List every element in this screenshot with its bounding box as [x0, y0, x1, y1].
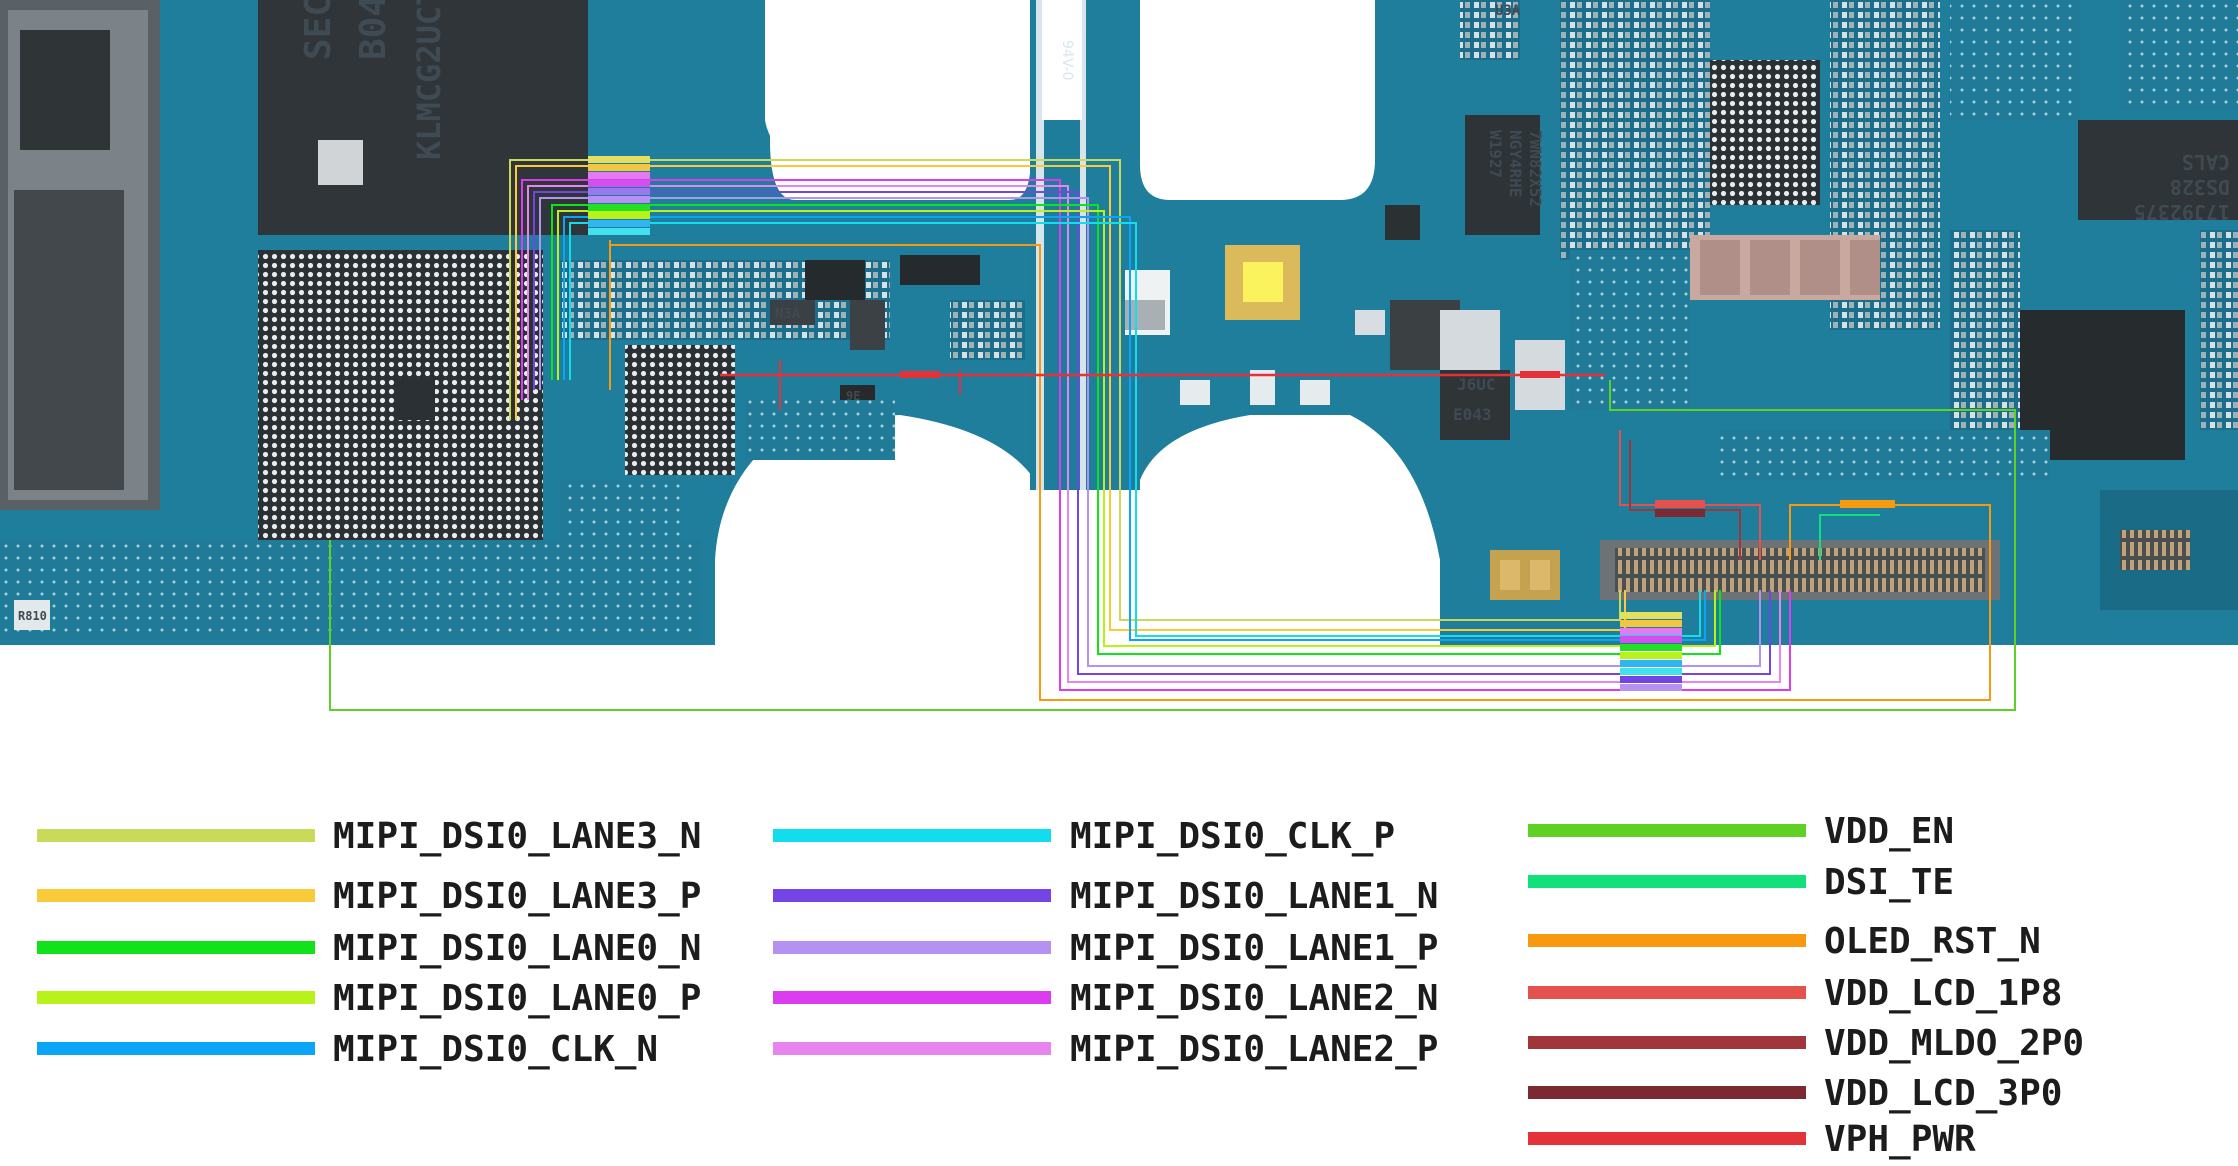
chip-pmic-mid — [1465, 115, 1540, 235]
legend-item-mipi-dsi0-lane1-p: MIPI_DSI0_LANE1_P — [773, 928, 1438, 969]
tag-vph-right — [1520, 371, 1560, 378]
legend-label: MIPI_DSI0_LANE3_P — [333, 876, 701, 917]
chip-right-top — [2078, 120, 2238, 220]
trace-lane2-p — [527, 185, 1781, 683]
legend-label: MIPI_DSI0_LANE2_N — [1070, 978, 1438, 1019]
legend-item-mipi-dsi0-lane3-n: MIPI_DSI0_LANE3_N — [37, 816, 701, 857]
label-u3a: U3A — [1495, 3, 1521, 19]
legend-item-mipi-dsi0-lane0-p: MIPI_DSI0_LANE0_P — [37, 978, 701, 1019]
legend-swatch — [37, 941, 315, 954]
legend-item-dsi-te: DSI_TE — [1528, 862, 1954, 903]
trace-lane1-n — [533, 191, 1771, 675]
tag-vdd-lcd-3p0 — [1655, 509, 1705, 517]
legend-label: MIPI_DSI0_LANE0_N — [333, 928, 701, 969]
mid-chip-line-3: 7WN82X52 — [1526, 130, 1545, 207]
pcb-rating-text: 94V-0 — [1059, 40, 1075, 81]
board-bay-right — [1140, 415, 1440, 650]
legend-label: MIPI_DSI0_LANE1_P — [1070, 928, 1438, 969]
trace-lane0-n — [551, 204, 1721, 655]
legend-item-mipi-dsi0-lane1-n: MIPI_DSI0_LANE1_N — [773, 876, 1438, 917]
trace-dsi-te — [1819, 514, 1880, 560]
mid-chip-line-2: NGY4RHE — [1506, 130, 1525, 197]
net-tags-right — [1620, 612, 1682, 691]
storage-chip-line-3: KLMCG2UCT — [410, 0, 448, 160]
legend-swatch — [37, 889, 315, 902]
trace-clk-p — [569, 222, 1701, 637]
right-chip-line-2: DS328 — [2170, 175, 2230, 199]
legend-swatch — [37, 1042, 315, 1055]
tag-oled-rst — [1840, 500, 1895, 508]
trace-lane0-p — [557, 210, 1716, 647]
legend-label: MIPI_DSI0_LANE1_N — [1070, 876, 1438, 917]
legend-swatch — [773, 829, 1051, 842]
storage-chip-line-2: B04 — [353, 0, 394, 60]
legend-label: OLED_RST_N — [1824, 921, 2041, 962]
legend-label: VDD_MLDO_2P0 — [1824, 1023, 2084, 1064]
trace-oled-rst — [609, 240, 1991, 701]
legend-label: DSI_TE — [1824, 862, 1954, 903]
legend-item-vdd-lcd-1p8: VDD_LCD_1P8 — [1528, 973, 2062, 1014]
legend-item-mipi-dsi0-lane0-n: MIPI_DSI0_LANE0_N — [37, 928, 701, 969]
legend-swatch — [37, 829, 315, 842]
tag-vdd-lcd-1p8 — [1655, 500, 1705, 508]
trace-lane1-p — [539, 197, 1761, 667]
legend-swatch — [37, 991, 315, 1004]
legend-swatch — [1528, 1132, 1806, 1145]
label-r810: R810 — [18, 609, 47, 623]
trace-clk-n — [563, 216, 1706, 641]
board-bay-left — [715, 415, 1035, 650]
mid-chip-line-1: W1927 — [1486, 130, 1505, 178]
legend-swatch — [1528, 986, 1806, 999]
legend-label: VPH_PWR — [1824, 1119, 1976, 1160]
pmic-bga-pads — [625, 345, 735, 475]
tag-vph-left — [900, 371, 940, 378]
right-chip-line-1: CALS — [2182, 150, 2230, 174]
legend-label: MIPI_DSI0_CLK_N — [333, 1029, 658, 1070]
legend-swatch — [1528, 1086, 1806, 1099]
legend-item-vdd-en: VDD_EN — [1528, 811, 1954, 852]
small-chip-text-2: E043 — [1453, 405, 1492, 424]
legend-label: VDD_LCD_1P8 — [1824, 973, 2062, 1014]
trace-vdd-en — [329, 380, 2016, 711]
legend-label: MIPI_DSI0_CLK_P — [1070, 816, 1395, 857]
legend-label: MIPI_DSI0_LANE2_P — [1070, 1029, 1438, 1070]
legend-label: MIPI_DSI0_LANE0_P — [333, 978, 701, 1019]
legend-label: VDD_LCD_3P0 — [1824, 1073, 2062, 1114]
trace-lane2-n — [521, 179, 1791, 691]
legend-item-mipi-dsi0-lane2-p: MIPI_DSI0_LANE2_P — [773, 1029, 1438, 1070]
legend-item-vdd-lcd-3p0: VDD_LCD_3P0 — [1528, 1073, 2062, 1114]
legend-item-vph-pwr: VPH_PWR — [1528, 1119, 1976, 1160]
legend-swatch — [1528, 934, 1806, 947]
legend-swatch — [1528, 824, 1806, 837]
legend-swatch — [773, 1042, 1051, 1055]
label-9e: 9E — [846, 389, 860, 403]
net-tags-left — [588, 156, 650, 235]
signal-traces — [329, 159, 2016, 711]
trace-vph-pwr-stub — [779, 360, 961, 410]
small-chip-text-1: J6UC — [1457, 375, 1496, 394]
legend-item-mipi-dsi0-clk-p: MIPI_DSI0_CLK_P — [773, 816, 1395, 857]
legend-item-mipi-dsi0-clk-n: MIPI_DSI0_CLK_N — [37, 1029, 658, 1070]
legend-item-mipi-dsi0-lane2-n: MIPI_DSI0_LANE2_N — [773, 978, 1438, 1019]
legend-swatch — [1528, 875, 1806, 888]
legend-swatch — [1528, 1036, 1806, 1049]
legend-label: MIPI_DSI0_LANE3_N — [333, 816, 701, 857]
label-n3a: N3A — [775, 306, 801, 322]
storage-chip-line-1: SEC 929 — [298, 0, 339, 60]
legend-item-oled-rst-n: OLED_RST_N — [1528, 921, 2041, 962]
legend-label: VDD_EN — [1824, 811, 1954, 852]
legend-swatch — [773, 991, 1051, 1004]
legend-swatch — [773, 941, 1051, 954]
right-chip-line-3: 17J92375 — [2134, 200, 2230, 224]
legend: MIPI_DSI0_LANE3_N MIPI_DSI0_LANE3_P MIPI_D… — [37, 811, 2084, 1160]
legend-item-mipi-dsi0-lane3-p: MIPI_DSI0_LANE3_P — [37, 876, 701, 917]
legend-swatch — [773, 889, 1051, 902]
legend-item-vdd-mldo-2p0: VDD_MLDO_2P0 — [1528, 1023, 2084, 1064]
